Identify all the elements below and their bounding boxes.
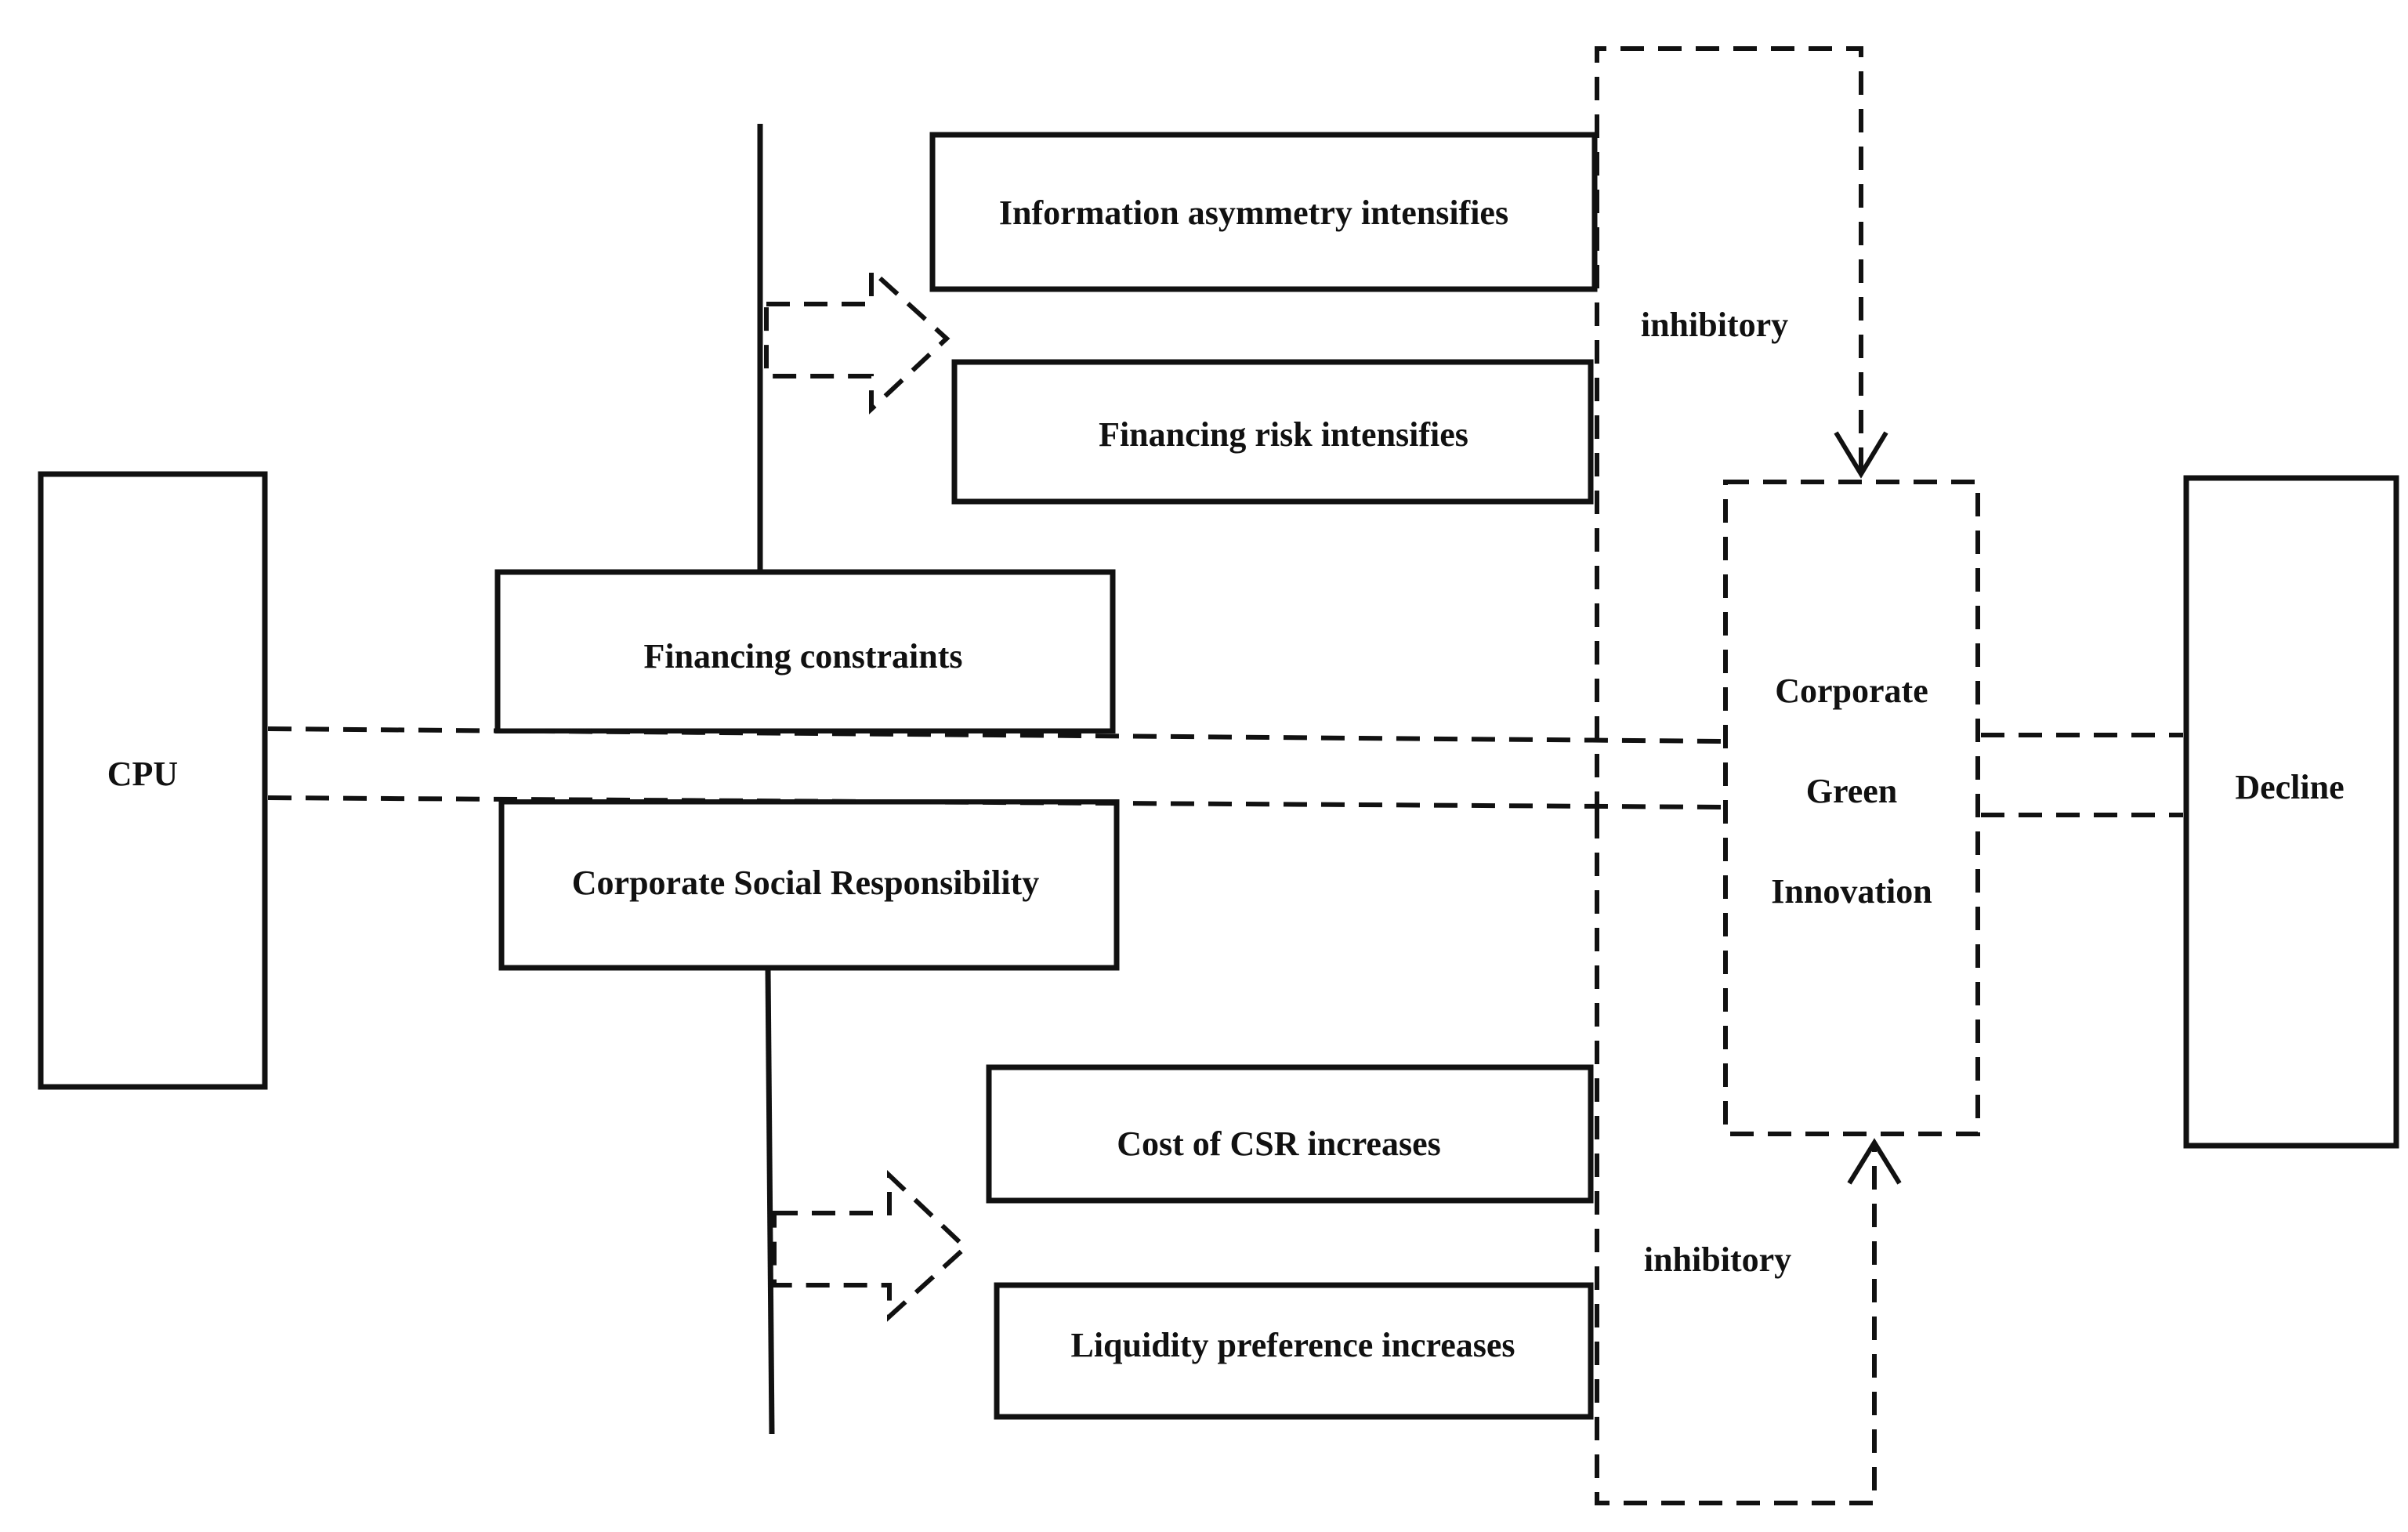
green-innovation-box	[1723, 480, 1980, 1136]
cpu-box	[38, 471, 268, 1090]
band-gap	[470, 733, 1144, 799]
decline-box	[2183, 475, 2399, 1149]
green-innovation-line-3: Innovation	[1771, 872, 1932, 911]
liquidity-label: Liquidity preference increases	[1070, 1326, 1515, 1364]
green-innovation-line-2: Green	[1805, 772, 1898, 810]
upper-block-arrow	[764, 265, 951, 415]
info-asymmetry-label: Information asymmetry intensifies	[998, 194, 1509, 232]
cost-csr-label: Cost of CSR increases	[1117, 1125, 1441, 1163]
cpu-label: CPU	[107, 755, 179, 793]
decline-label: Decline	[2235, 768, 2345, 806]
inhibitory-bottom-label: inhibitory	[1643, 1240, 1792, 1279]
bottom-inhibitory-path	[1595, 815, 1877, 1505]
liquidity-box	[994, 1282, 1594, 1420]
lower-block-arrow	[772, 1170, 969, 1322]
top-inhibitory-path	[1595, 46, 1863, 815]
financing-risk-box	[951, 359, 1594, 505]
financing-risk-label: Financing risk intensifies	[1099, 415, 1468, 454]
inhibitory-top-label: inhibitory	[1640, 306, 1789, 344]
bottom-inhibitory-arrowhead	[1847, 1138, 1902, 1185]
cost-csr-box	[986, 1064, 1594, 1204]
lower-vertical-line	[765, 967, 775, 1435]
band-upper-line	[267, 726, 1725, 744]
financing-constraints-label: Financing constraints	[643, 637, 963, 675]
green-innovation-line-1: Corporate	[1775, 672, 1928, 710]
green-innovation-label: Corporate Green Innovation	[1771, 641, 1932, 942]
csr-label: Corporate Social Responsibility	[571, 864, 1040, 902]
band-lower-line	[267, 795, 1725, 809]
top-inhibitory-arrowhead	[1834, 431, 1888, 479]
